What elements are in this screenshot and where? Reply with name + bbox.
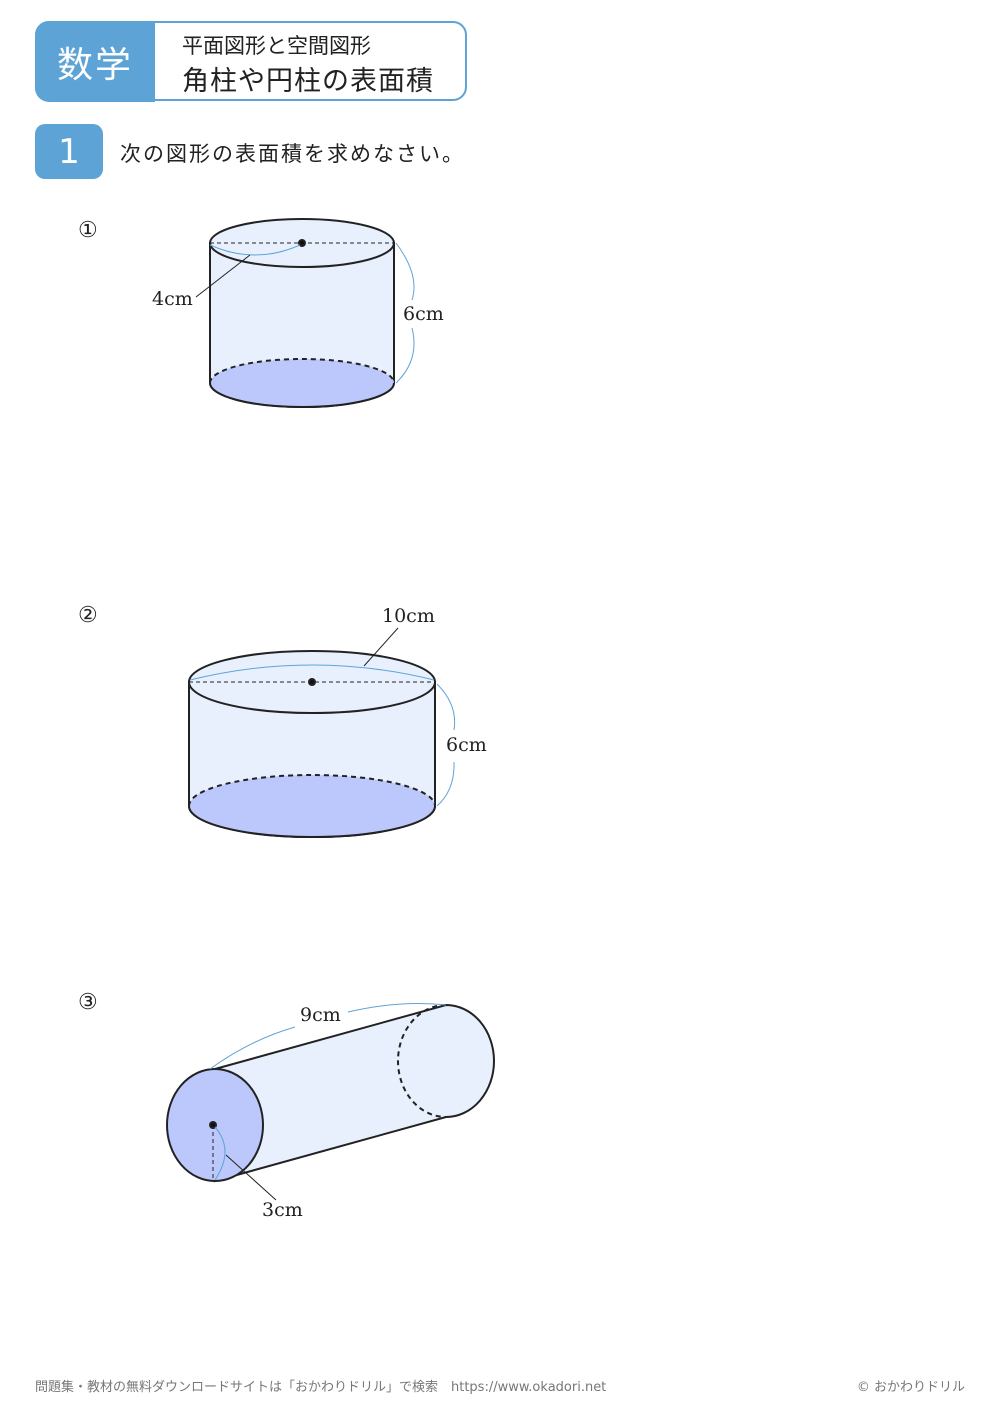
problem-label-3: ③ [78,990,98,1015]
cylinder-figure-3 [166,1003,495,1201]
problem-label-1: ① [78,218,98,243]
question-number: 1 [35,124,103,179]
footer-text: 問題集・教材の無料ダウンロードサイトは「おかわりドリル」で検索 https://… [35,1380,607,1395]
cylinder-figure-1 [195,218,415,408]
problem-label-2: ② [78,603,98,628]
header-subtitle: 平面図形と空間図形 [182,34,371,58]
height-label-2: 6cm [446,734,487,756]
header-title: 角柱や円柱の表面積 [182,66,434,97]
subject-badge: 数学 [35,21,155,102]
radius-label-1: 4cm [152,288,193,310]
footer-copyright: © おかわりドリル [856,1380,965,1395]
height-label-1: 6cm [403,303,444,325]
cylinder-figure-2 [188,627,456,838]
question-text: 次の図形の表面積を求めなさい。 [120,142,465,166]
diameter-label-2: 10cm [382,605,435,627]
length-label-3: 9cm [300,1004,341,1026]
radius-label-3: 3cm [262,1199,303,1221]
